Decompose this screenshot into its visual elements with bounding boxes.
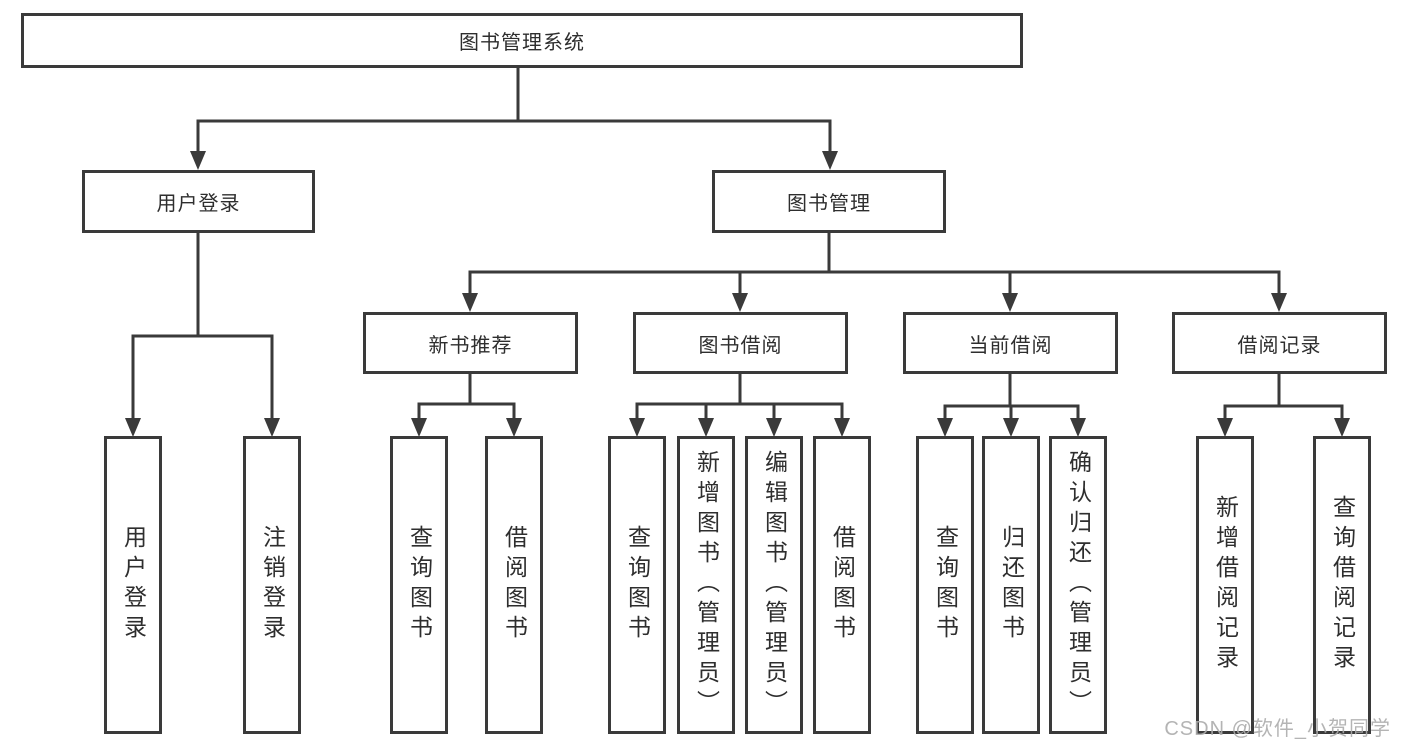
node-new-book-recommend: 新书推荐 — [363, 312, 578, 374]
node-label: 图书借阅 — [698, 334, 783, 357]
node-label: 用户登录 — [156, 193, 241, 215]
node-book-management: 图书管理 — [712, 170, 946, 233]
leaf-label: 用户登录 — [120, 525, 147, 645]
leaf-label: 查询图书 — [932, 525, 959, 645]
leaf-label: 新增借阅记录 — [1212, 495, 1239, 675]
leaf-label: 查询图书 — [406, 525, 433, 645]
node-label: 借阅记录 — [1237, 334, 1322, 357]
node-label: 新书推荐 — [428, 334, 513, 357]
leaf-query-books-recommend: 查询图书 — [390, 436, 448, 734]
node-label: 当前借阅 — [968, 334, 1053, 357]
leaf-logout: 注销登录 — [243, 436, 301, 734]
leaf-label: 归还图书 — [998, 525, 1025, 645]
leaf-edit-book-admin: 编辑图书（管理员） — [745, 436, 803, 734]
leaf-label: 编辑图书（管理员） — [761, 450, 788, 720]
leaf-query-books-borrow: 查询图书 — [608, 436, 666, 734]
leaf-label: 借阅图书 — [501, 525, 528, 645]
leaf-label: 新增图书（管理员） — [693, 450, 720, 720]
node-book-borrowing: 图书借阅 — [633, 312, 848, 374]
node-user-login: 用户登录 — [82, 170, 315, 233]
leaf-user-login: 用户登录 — [104, 436, 162, 734]
leaf-label: 查询图书 — [624, 525, 651, 645]
leaf-query-borrow-record: 查询借阅记录 — [1313, 436, 1371, 734]
node-library-management-system: 图书管理系统 — [21, 13, 1023, 68]
node-current-borrowing: 当前借阅 — [903, 312, 1118, 374]
leaf-add-borrow-record: 新增借阅记录 — [1196, 436, 1254, 734]
leaf-label: 借阅图书 — [829, 525, 856, 645]
leaf-label: 查询借阅记录 — [1329, 495, 1356, 675]
leaf-add-book-admin: 新增图书（管理员） — [677, 436, 735, 734]
leaf-return-book: 归还图书 — [982, 436, 1040, 734]
leaf-label: 注销登录 — [259, 525, 286, 645]
csdn-watermark: CSDN @软件_小贺同学 — [1164, 718, 1391, 740]
leaf-borrow-books-recommend: 借阅图书 — [485, 436, 543, 734]
leaf-borrow-books: 借阅图书 — [813, 436, 871, 734]
node-label: 图书管理 — [787, 193, 871, 215]
leaf-query-books-current: 查询图书 — [916, 436, 974, 734]
leaf-label: 确认归还（管理员） — [1065, 450, 1092, 720]
node-label: 图书管理系统 — [459, 32, 585, 54]
leaf-confirm-return-admin: 确认归还（管理员） — [1049, 436, 1107, 734]
node-borrowing-records: 借阅记录 — [1172, 312, 1387, 374]
